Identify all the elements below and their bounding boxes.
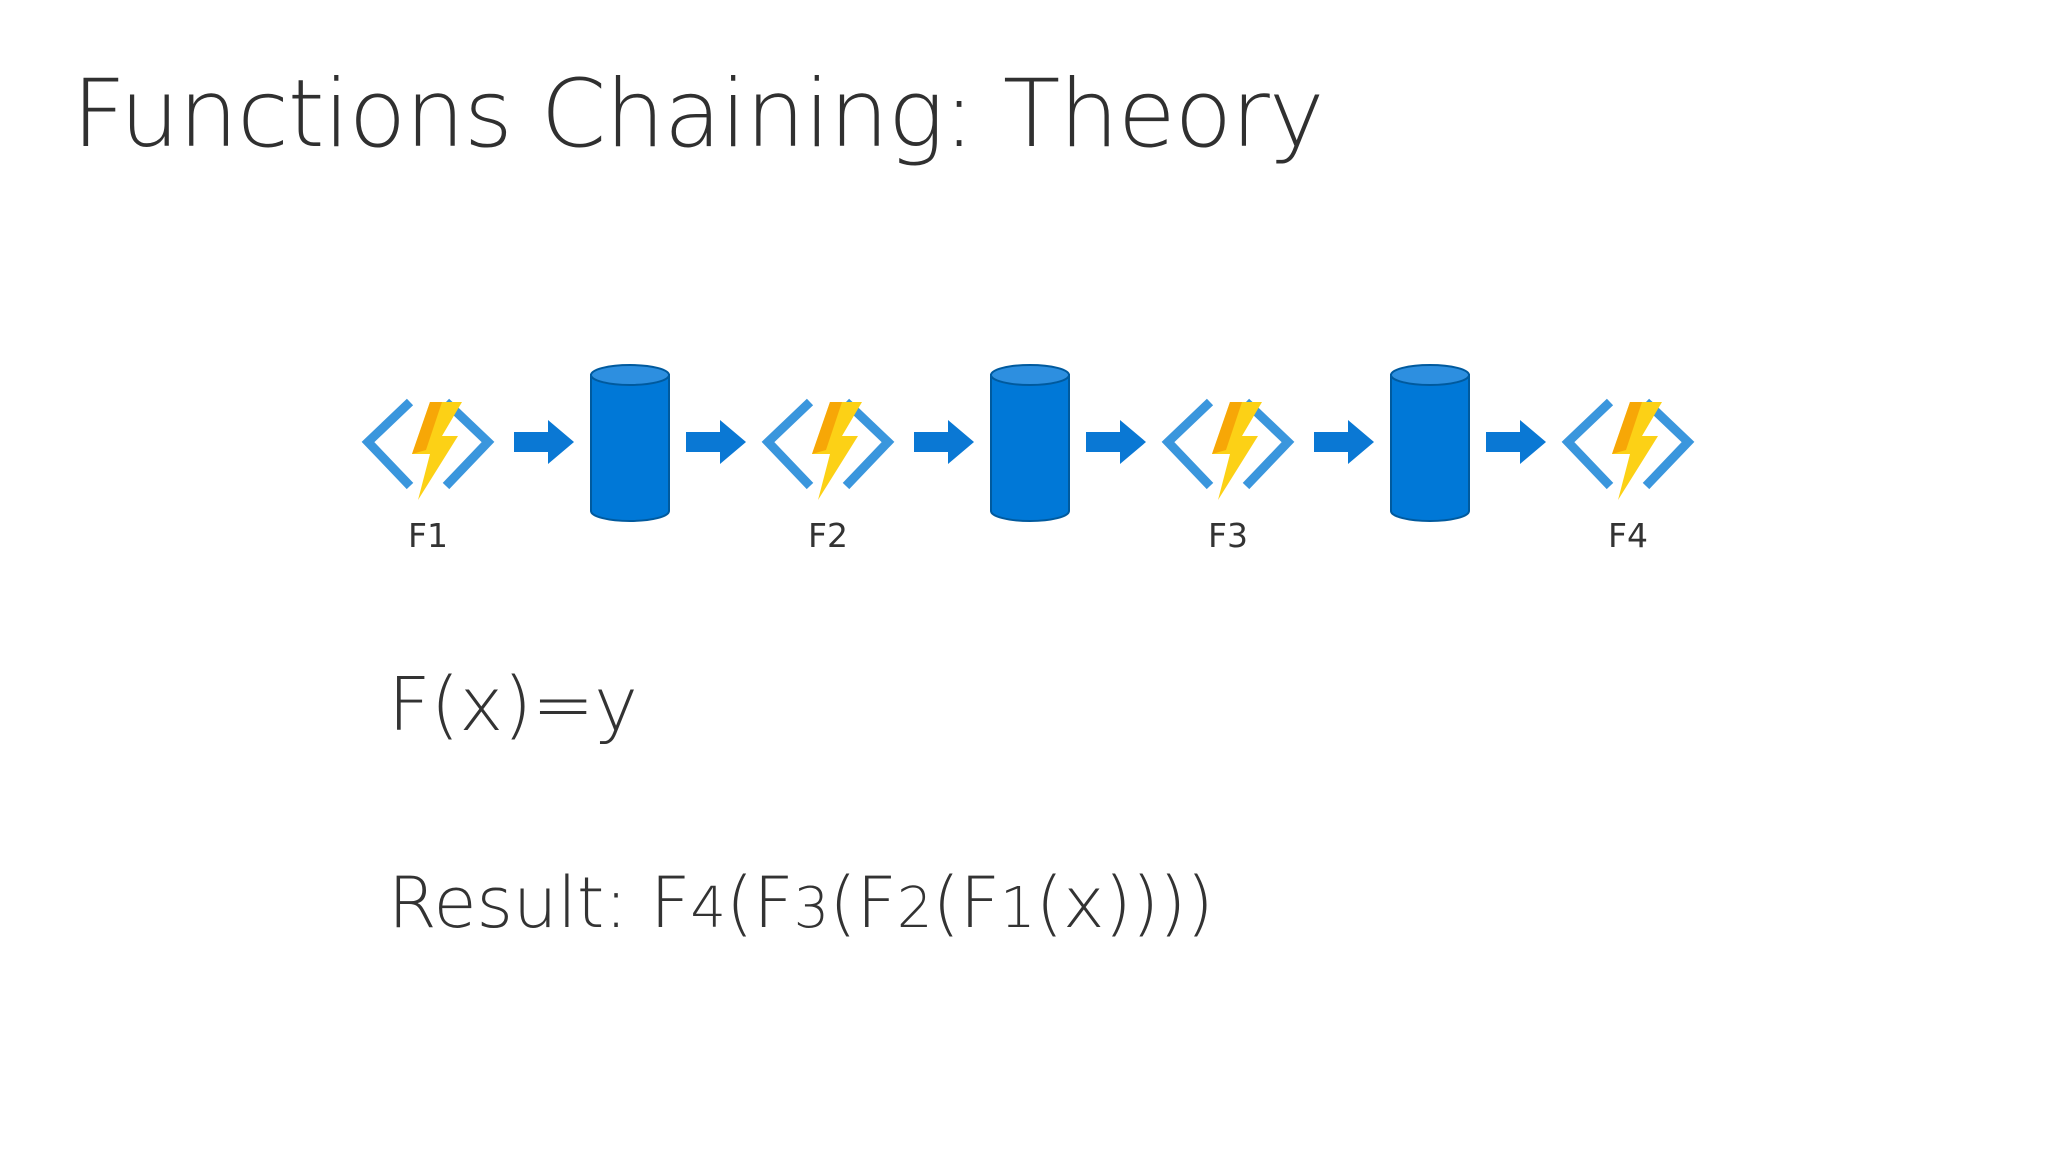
result-s3: 1 xyxy=(1000,876,1036,941)
azure-function-icon xyxy=(368,402,488,500)
chaining-diagram xyxy=(0,364,2048,522)
right-arrow-icon xyxy=(1486,420,1546,464)
result-t3: (F xyxy=(932,862,1001,944)
azure-function-icon xyxy=(768,402,888,500)
function-label-f3: F3 xyxy=(1208,516,1248,555)
result-s1: 3 xyxy=(793,876,830,941)
right-arrow-icon xyxy=(914,420,974,464)
result-formula: Result: F4(F3(F2(F1(x)))) xyxy=(388,862,1214,944)
function-label-f2: F2 xyxy=(808,516,848,555)
right-arrow-icon xyxy=(1086,420,1146,464)
result-t0: F xyxy=(650,862,691,944)
result-t2: (F xyxy=(829,862,897,944)
storage-cylinder-icon xyxy=(1390,364,1470,522)
right-arrow-icon xyxy=(1314,420,1374,464)
right-arrow-icon xyxy=(514,420,574,464)
result-t4: (x)))) xyxy=(1035,862,1214,944)
azure-function-icon xyxy=(1568,402,1688,500)
storage-cylinder-icon xyxy=(590,364,670,522)
function-label-f1: F1 xyxy=(408,516,448,555)
definition-formula: F(x)=y xyxy=(388,662,638,748)
storage-cylinder-icon xyxy=(990,364,1070,522)
result-s2: 2 xyxy=(896,876,933,941)
slide-title: Functions Chaining: Theory xyxy=(72,60,1324,169)
result-s0: 4 xyxy=(690,876,727,941)
function-label-f4: F4 xyxy=(1608,516,1648,555)
azure-function-icon xyxy=(1168,402,1288,500)
right-arrow-icon xyxy=(686,420,746,464)
result-prefix: Result: xyxy=(388,862,651,944)
result-t1: (F xyxy=(726,862,794,944)
